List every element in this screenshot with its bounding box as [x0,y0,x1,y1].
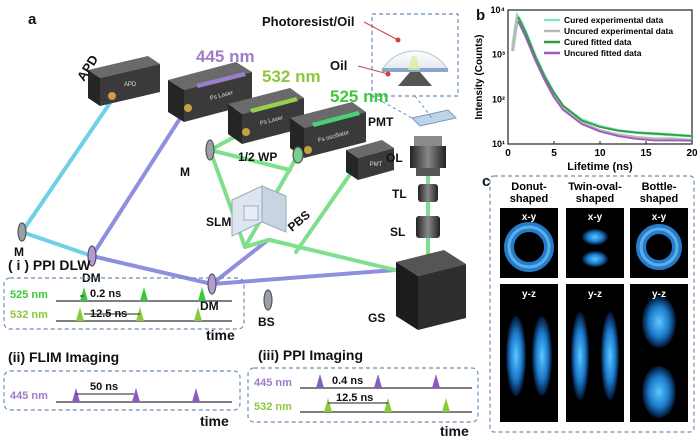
chart-series-line-4 [517,20,692,142]
dichroic-mirror-bottom [207,273,217,295]
scan-lens [416,216,440,238]
fs-oscillator-device: Fs oscillator [290,102,366,158]
chart-y-tick-label: 10² [492,94,505,104]
ppi-dlw-time-label: time [206,327,235,343]
ps-laser-532: Ps Laser [228,88,304,144]
beam-splitter [263,289,273,311]
panel-label-b: b [476,7,485,24]
inset-dome [371,13,459,119]
slm-pbs-block [231,185,287,237]
ppi-dlw-line2-label: 532 nm [10,309,48,321]
ppi-dlw-short-delay: 0.2 ns [90,288,121,300]
panel-label-a: a [28,11,37,28]
chart-frame [507,9,693,145]
mirror-label-m-mid: M [180,165,190,179]
panel-a: a APD APD [14,11,466,330]
pmt-label: PMT [368,115,394,129]
psf-headers: Donut-shaped Twin-oval-shaped Bottle-shape… [510,181,679,205]
chart-y-axis-label: Intensity (Counts) [474,35,485,120]
flim-time-label: time [200,413,229,429]
sample-stage [411,109,457,127]
psf-bottle-xy-label: x-y [652,212,667,223]
apd-device-label: APD [124,82,137,88]
dm-label-bottom: DM [200,299,219,313]
label-445nm: 445 nm [196,47,255,66]
psf-header-1: Donut-shaped [510,181,549,205]
psf-donut-yz-label: y-z [522,289,536,300]
psf-donut-xy-label: x-y [522,212,537,223]
timing-ppi-imaging: (iii) PPI Imaging 445 nm 532 nm 0.4 ns 1… [247,347,479,439]
chart-x-tick-label: 15 [640,148,652,159]
half-wp-label: 1/2 WP [238,150,277,164]
ppi-dlw-title: ( i ) PPI DLW [8,257,91,273]
sl-label: SL [390,225,405,239]
panel-b: b 0 5 10 15 20 10¹ 10² 10³ 10⁴ Cured experiment… [474,5,698,173]
oil-label: Oil [330,58,347,73]
tube-lens [418,184,438,202]
ppi-imaging-long-delay: 12.5 ns [336,392,373,404]
ps-laser-445: Ps Laser [168,62,252,122]
mirror-m-mid [205,139,215,161]
ppi-imaging-title: (iii) PPI Imaging [258,347,363,363]
chart-series-line-3 [517,16,693,137]
panel-label-c: c [482,173,490,190]
chart-x-tick-label: 0 [505,148,511,159]
ppi-imaging-line2-label: 532 nm [254,401,292,413]
chart-x-ticks: 0 5 10 15 20 [505,141,698,159]
chart-y-ticks: 10¹ 10² 10³ 10⁴ [491,5,505,149]
psf-twin-yz-label: y-z [588,289,602,300]
chart-legend-label: Cured fitted data [564,37,632,47]
slm-label: SLM [206,215,231,229]
mirror-label-m-left: M [14,245,24,259]
psf-header-2: Twin-oval-shaped [568,181,622,205]
chart-y-tick-label: 10⁴ [491,5,505,15]
dm-label-left: DM [82,271,101,285]
flim-line1-label: 445 nm [10,390,48,402]
gs-label: GS [368,311,385,325]
ppi-imaging-short-delay: 0.4 ns [332,375,363,387]
ppi-dlw-long-delay: 12.5 ns [90,308,127,320]
ppi-dlw-line1-label: 525 nm [10,289,48,301]
psf-twin-xy-label: x-y [588,212,603,223]
chart-y-tick-label: 10³ [492,50,505,60]
tl-label: TL [392,187,407,201]
ol-label: OL [386,151,403,165]
photoresist-oil-label: Photoresist/Oil [262,14,354,29]
timing-ppi-dlw: ( i ) PPI DLW 525 nm 532 nm 0.2 ns 12.5 … [3,257,245,343]
ps-laser-2-label: Ps Laser [260,115,284,127]
chart-legend-label: Uncured experimental data [564,26,673,36]
apd-device: APD [88,56,160,106]
half-waveplate [292,146,304,164]
timing-flim: (ii) FLIM Imaging 445 nm 50 ns time [3,349,241,429]
psf-bottle-yz-label: y-z [652,289,666,300]
bs-label: BS [258,315,275,329]
flim-delay: 50 ns [90,381,118,393]
galvo-scanner [396,250,466,330]
chart-legend-label: Uncured fitted data [564,48,642,58]
ppi-imaging-line1-label: 445 nm [254,377,292,389]
pmt-device-label: PMT [370,162,383,168]
dichroic-mirror-left [87,245,97,267]
chart-x-axis-label: Lifetime (ns) [567,161,633,173]
chart-x-tick-label: 20 [686,148,698,159]
ppi-imaging-time-label: time [440,423,469,439]
pmt-device: PMT [346,140,394,180]
mirror-m-left [17,222,27,242]
label-525nm: 525 nm [330,87,389,106]
chart-y-tick-label: 10¹ [492,139,505,149]
chart-x-tick-label: 5 [551,148,557,159]
chart-series-group [511,11,693,142]
label-532nm: 532 nm [262,67,321,86]
panel-c: c Donut-shaped Twin-oval-shaped Bottle-sha… [482,173,695,433]
chart-x-tick-label: 10 [594,148,606,159]
chart-legend-label: Cured experimental data [564,15,663,25]
psf-header-3: Bottle-shaped [640,181,679,205]
ps-laser-1-label: Ps Laser [210,90,234,102]
objective-lens [410,136,446,176]
flim-title: (ii) FLIM Imaging [8,349,119,365]
